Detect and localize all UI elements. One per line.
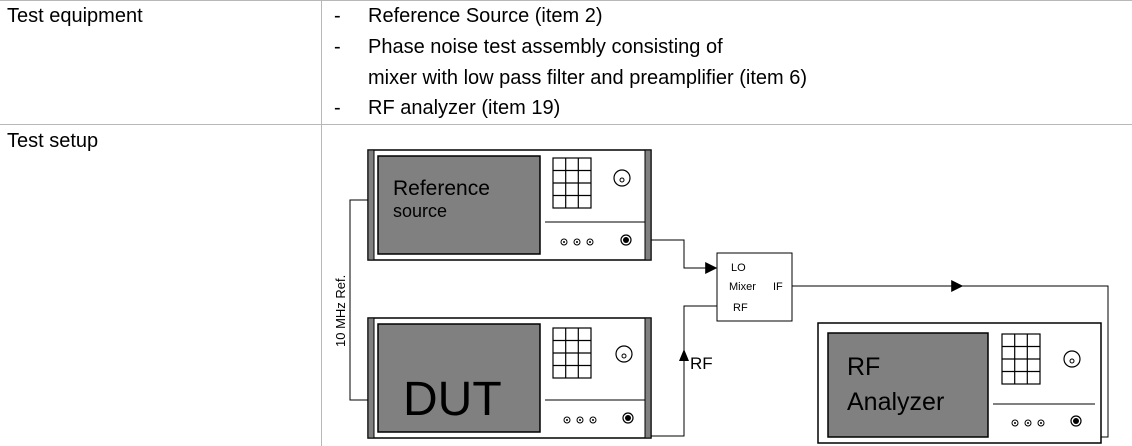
dut-side-right <box>644 317 652 439</box>
rf-analyzer-label-2: Analyzer <box>847 388 944 416</box>
rf-analyzer-keypad-icon <box>1001 333 1041 385</box>
mixer-lo-port: LO <box>731 262 746 274</box>
reference-source-side-left <box>367 149 375 261</box>
rf-arrow-icon <box>679 349 689 361</box>
dut-instrument: DUT <box>367 317 652 439</box>
table-top-border <box>0 0 1132 1</box>
dut-connectors-icon <box>563 412 634 424</box>
mixer-if-port: IF <box>773 281 783 293</box>
rf-signal-label: RF <box>690 354 713 373</box>
reference-source-label-2: source <box>393 201 447 221</box>
rf-analyzer-screen <box>827 332 989 438</box>
reference-source-screen <box>377 155 541 255</box>
mixer-box: LO Mixer IF RF <box>716 252 793 322</box>
equipment-bullet-4: - <box>334 97 341 119</box>
equipment-item-2: Phase noise test assembly consisting of <box>368 36 723 58</box>
reference-source-keypad-icon <box>552 157 592 209</box>
if-cable <box>960 285 1109 438</box>
rf-analyzer-connectors-icon <box>1011 415 1082 427</box>
ref-clock-cable <box>349 199 372 401</box>
rf-analyzer-knob-icon <box>1063 350 1081 368</box>
dut-knob-icon <box>615 345 633 363</box>
equipment-item-4: RF analyzer (item 19) <box>368 97 561 119</box>
dut-label: DUT <box>403 373 502 426</box>
reference-source-side-right <box>644 149 652 261</box>
equipment-bullet-1: - <box>334 5 341 27</box>
equipment-item-1: Reference Source (item 2) <box>368 5 603 27</box>
reference-source-label-1: Reference <box>393 177 490 200</box>
row-divider <box>0 124 1132 125</box>
rf-analyzer-label-1: RF <box>847 353 880 381</box>
rf-cable <box>651 305 717 437</box>
dut-side-left <box>367 317 375 439</box>
dut-screen <box>377 323 541 433</box>
dut-keypad-icon <box>552 327 592 379</box>
mixer-name: Mixer <box>729 281 756 293</box>
equipment-label: Test equipment <box>7 5 143 27</box>
reference-source-connectors-icon <box>560 234 632 246</box>
rf-analyzer-instrument: RF Analyzer <box>817 322 1102 444</box>
reference-source-knob-icon <box>613 169 631 187</box>
equipment-bullet-2: - <box>334 36 341 58</box>
mixer-rf-port: RF <box>733 302 748 314</box>
column-divider <box>321 0 322 446</box>
reference-source-instrument: Reference source <box>367 149 652 261</box>
lo-cable <box>651 239 718 274</box>
equipment-item-3: mixer with low pass filter and preamplif… <box>368 67 808 89</box>
setup-label: Test setup <box>7 130 99 152</box>
ref-clock-label: 10 MHz Ref. <box>333 275 348 347</box>
